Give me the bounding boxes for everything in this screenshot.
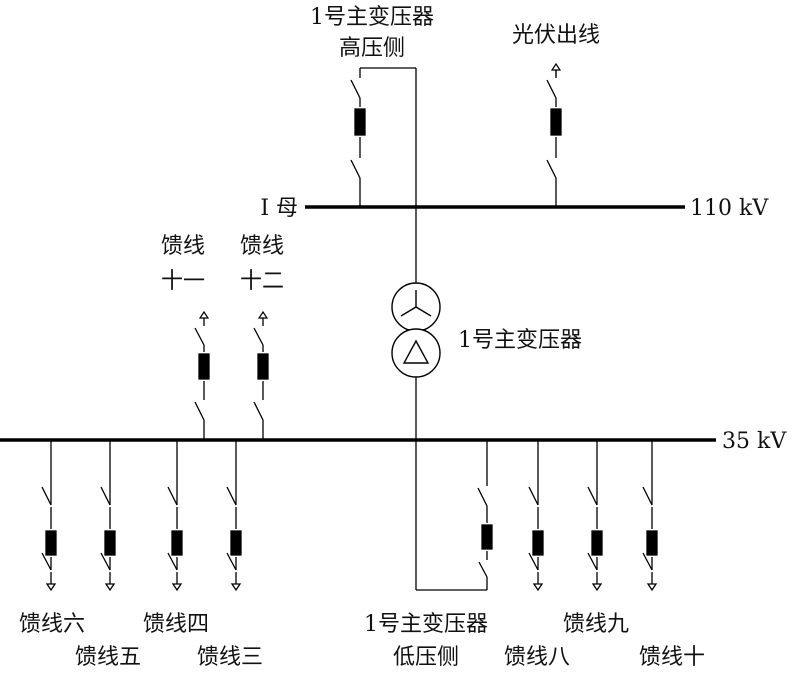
feeder-4-bay bbox=[167, 440, 183, 592]
lv-side-label-line2: 低压侧 bbox=[393, 645, 459, 670]
pv-outlet-arrow-icon bbox=[550, 62, 562, 76]
feeder-11-label-line1: 馈线 bbox=[161, 234, 205, 259]
feeder-12-label-line1: 馈线 bbox=[240, 234, 284, 259]
feeder-4-label: 馈线四 bbox=[143, 612, 209, 637]
feeder-5-label: 馈线五 bbox=[75, 645, 141, 670]
feeder-12-arrow-icon bbox=[257, 310, 269, 319]
lv-side-bay bbox=[415, 440, 493, 591]
transformer-delta-winding bbox=[391, 328, 441, 378]
feeder-10-bay bbox=[642, 440, 658, 592]
lv-bus-voltage: 35 kV bbox=[722, 429, 787, 454]
hv-side-label-line1: 1号主变压器 bbox=[310, 5, 434, 30]
transformer-symbol bbox=[391, 282, 441, 378]
feeder-12-label-line2: 十二 bbox=[240, 269, 284, 294]
feeder-9-label: 馈线九 bbox=[563, 612, 629, 637]
feeder-12-bay bbox=[253, 316, 269, 440]
hv-bus-voltage: 110 kV bbox=[690, 196, 769, 221]
feeder-3-label: 馈线三 bbox=[197, 645, 263, 670]
feeder-11-bay bbox=[194, 316, 210, 440]
feeder-6-label: 馈线六 bbox=[19, 612, 85, 637]
feeder-11-arrow-icon bbox=[198, 310, 210, 319]
feeder-5-bay bbox=[100, 440, 116, 592]
feeder-8-bay bbox=[528, 440, 544, 592]
lv-side-label-line1: 1号主变压器 bbox=[364, 612, 488, 637]
feeder-11-label-line2: 十一 bbox=[161, 269, 205, 294]
hv-side-bay bbox=[350, 67, 417, 283]
feeder-10-label: 馈线十 bbox=[639, 645, 705, 670]
hv-side-label-line2: 高压侧 bbox=[339, 36, 405, 61]
transformer-label: 1号主变压器 bbox=[458, 328, 582, 353]
feeder-9-bay bbox=[587, 440, 603, 592]
feeder-6-bay bbox=[41, 440, 57, 592]
feeder-3-bay bbox=[226, 440, 242, 592]
pv-outlet-label: 光伏出线 bbox=[512, 23, 600, 48]
pv-outlet-bay bbox=[546, 66, 562, 207]
hv-bus-name: Ⅰ 母 bbox=[260, 196, 298, 221]
feeder-8-label: 馈线八 bbox=[504, 645, 570, 670]
